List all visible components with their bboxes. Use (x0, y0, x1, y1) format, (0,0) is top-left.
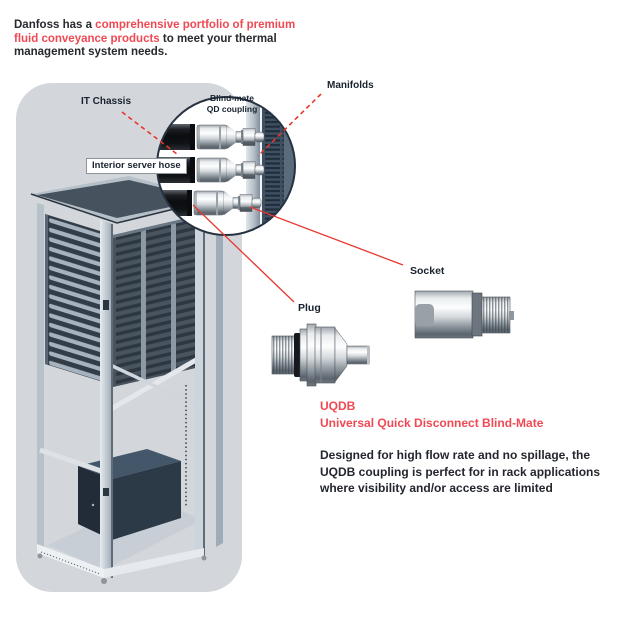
rack-back-left-post (37, 203, 44, 556)
label-blind-mate-qd-coupling: Blind-mate QD coupling (206, 93, 258, 114)
leader-line-manifolds (257, 93, 322, 157)
product-title: UQDB Universal Quick Disconnect Blind-Ma… (320, 398, 543, 432)
product-name: Universal Quick Disconnect Blind-Mate (320, 416, 544, 430)
plug-image (271, 323, 370, 387)
rack-left-beam (39, 447, 105, 475)
intro-line-1: Danfoss has a comprehensive portfolio of… (14, 19, 296, 31)
leader-line-socket (249, 206, 404, 266)
rack-back-right-post (216, 202, 223, 547)
label-interior-server-hose: Interior server hose (86, 158, 187, 174)
label-plug: Plug (298, 302, 321, 314)
rack-cross-brace-2 (103, 360, 207, 412)
label-manifolds: Manifolds (327, 80, 374, 91)
rack-front-right-post (195, 206, 205, 559)
leader-line-plug (192, 204, 295, 303)
product-code: UQDB (320, 399, 356, 413)
intro-line-3: management system needs. (14, 46, 168, 59)
label-socket: Socket (410, 265, 445, 277)
zoom-inset-circle (156, 96, 296, 236)
intro-line-2: fluid conveyance products to meet your t… (14, 32, 277, 45)
leader-lines (121, 93, 404, 303)
rack-right-louver-face (113, 213, 205, 387)
rack-bottom-rail-right (104, 548, 204, 578)
label-it-chassis: IT Chassis (81, 96, 132, 107)
intro-paragraph: Danfoss has a comprehensive portfolio of… (14, 19, 334, 60)
product-description: Designed for high flow rate and no spill… (320, 448, 601, 495)
rack-bottom-rail-left (37, 544, 104, 578)
leader-line-it-chassis (121, 111, 178, 155)
socket-image (414, 290, 514, 339)
